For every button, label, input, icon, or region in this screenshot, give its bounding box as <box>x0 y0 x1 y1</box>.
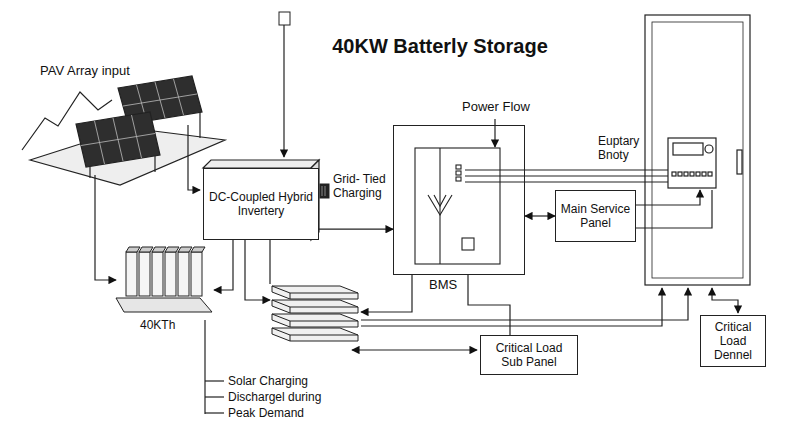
battery-rack <box>116 247 212 312</box>
node-text: Main Service Panel <box>556 202 635 230</box>
diagram-title: 40KW Batterly Storage <box>290 34 590 58</box>
service-panel-box: Main Service Panel <box>555 190 636 242</box>
service-enclosure <box>645 15 750 285</box>
power-connector <box>468 275 510 335</box>
mode-label: Solar Charging <box>228 374 308 388</box>
wires <box>95 25 738 414</box>
sub-panel-box: Critical Load Sub Panel <box>480 335 578 375</box>
node-text: BMS <box>429 278 457 292</box>
inverter-housing <box>203 160 319 240</box>
node-text: DC-Coupled Hybrid Invertery <box>204 190 318 218</box>
flow-label: Power Flow <box>462 100 530 114</box>
battery-stack <box>272 286 358 341</box>
mode-label: Dischargel during <box>228 390 321 404</box>
node-text: Critical Load Sub Panel <box>481 341 577 369</box>
inverter-box: DC-Coupled Hybrid Invertery <box>203 168 319 240</box>
battery-label: 40KTh <box>140 318 175 332</box>
solar-array <box>22 76 225 185</box>
mode-label: Peak Demand <box>228 406 304 420</box>
charging-label: Grid- Tied Charging <box>333 172 395 200</box>
meter-label: Euptary Bnoty <box>598 134 658 162</box>
bms-box: BMS <box>393 125 525 275</box>
load-panel-box: Critical Load Dennel <box>700 315 766 367</box>
node-text: Critical Load Dennel <box>701 320 765 362</box>
power-connector <box>525 215 555 216</box>
array-label: PAV Array input <box>40 64 130 78</box>
power-connector <box>319 229 393 230</box>
bms-interior <box>415 148 500 264</box>
